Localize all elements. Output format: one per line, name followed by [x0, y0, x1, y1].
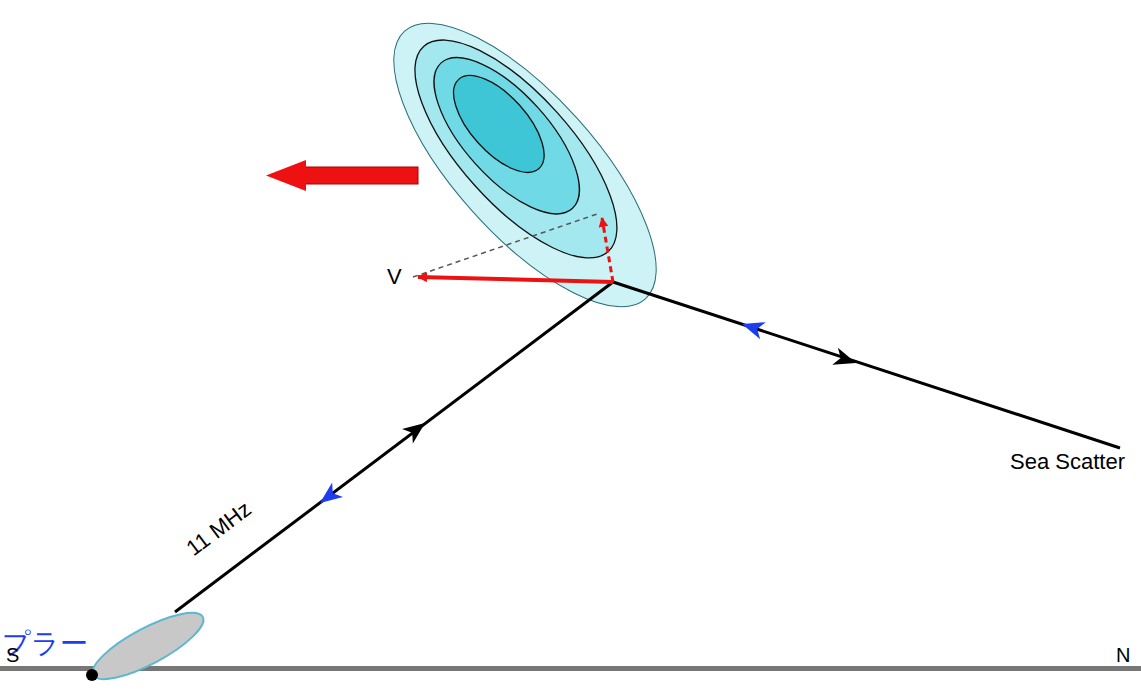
ray-path: [613, 282, 1120, 448]
motion-arrow: [266, 160, 418, 191]
velocity-vector: [418, 277, 613, 282]
antenna-beam: [85, 601, 211, 690]
target-label: Sea Scatter: [1010, 451, 1125, 473]
arrow-head: [739, 315, 765, 339]
arrow-head: [832, 348, 858, 372]
velocity-label: V: [387, 266, 402, 288]
ground-line: [0, 666, 1141, 671]
arrow-head: [315, 483, 343, 511]
component-line: [413, 213, 600, 277]
ray-path: [175, 282, 613, 612]
radar-site: [86, 669, 98, 681]
direction-label: N: [1116, 645, 1130, 665]
arrow-head: [402, 416, 430, 444]
radial-velocity: [602, 218, 613, 282]
direction-label: S: [6, 645, 19, 665]
frequency-label: 11 MHz: [183, 498, 255, 560]
